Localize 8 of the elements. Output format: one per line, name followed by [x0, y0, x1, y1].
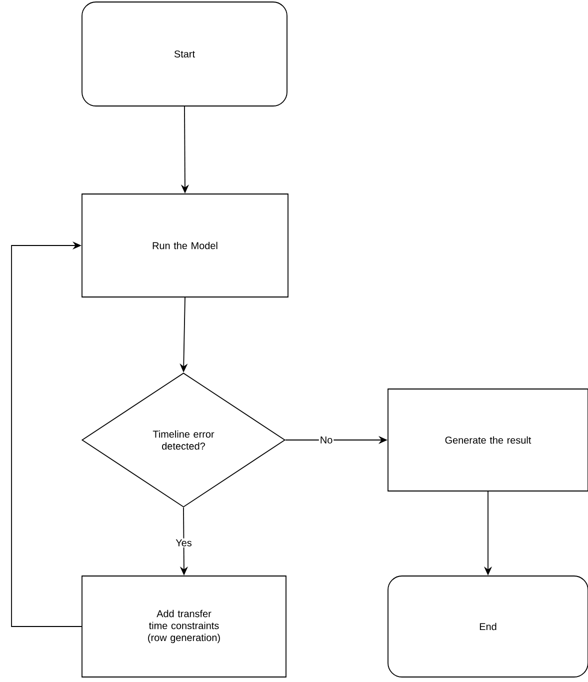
process-box: Run the Model	[82, 194, 288, 298]
process-box: Generate the result	[388, 388, 588, 492]
process-box: Add transfer time constraints (row generation)	[82, 576, 286, 678]
terminal-box: Start	[82, 2, 288, 106]
terminal-box: End	[388, 576, 588, 678]
edge-label: Yes	[174, 538, 193, 548]
edge-label: No	[318, 436, 334, 444]
arrow	[11, 241, 82, 627]
